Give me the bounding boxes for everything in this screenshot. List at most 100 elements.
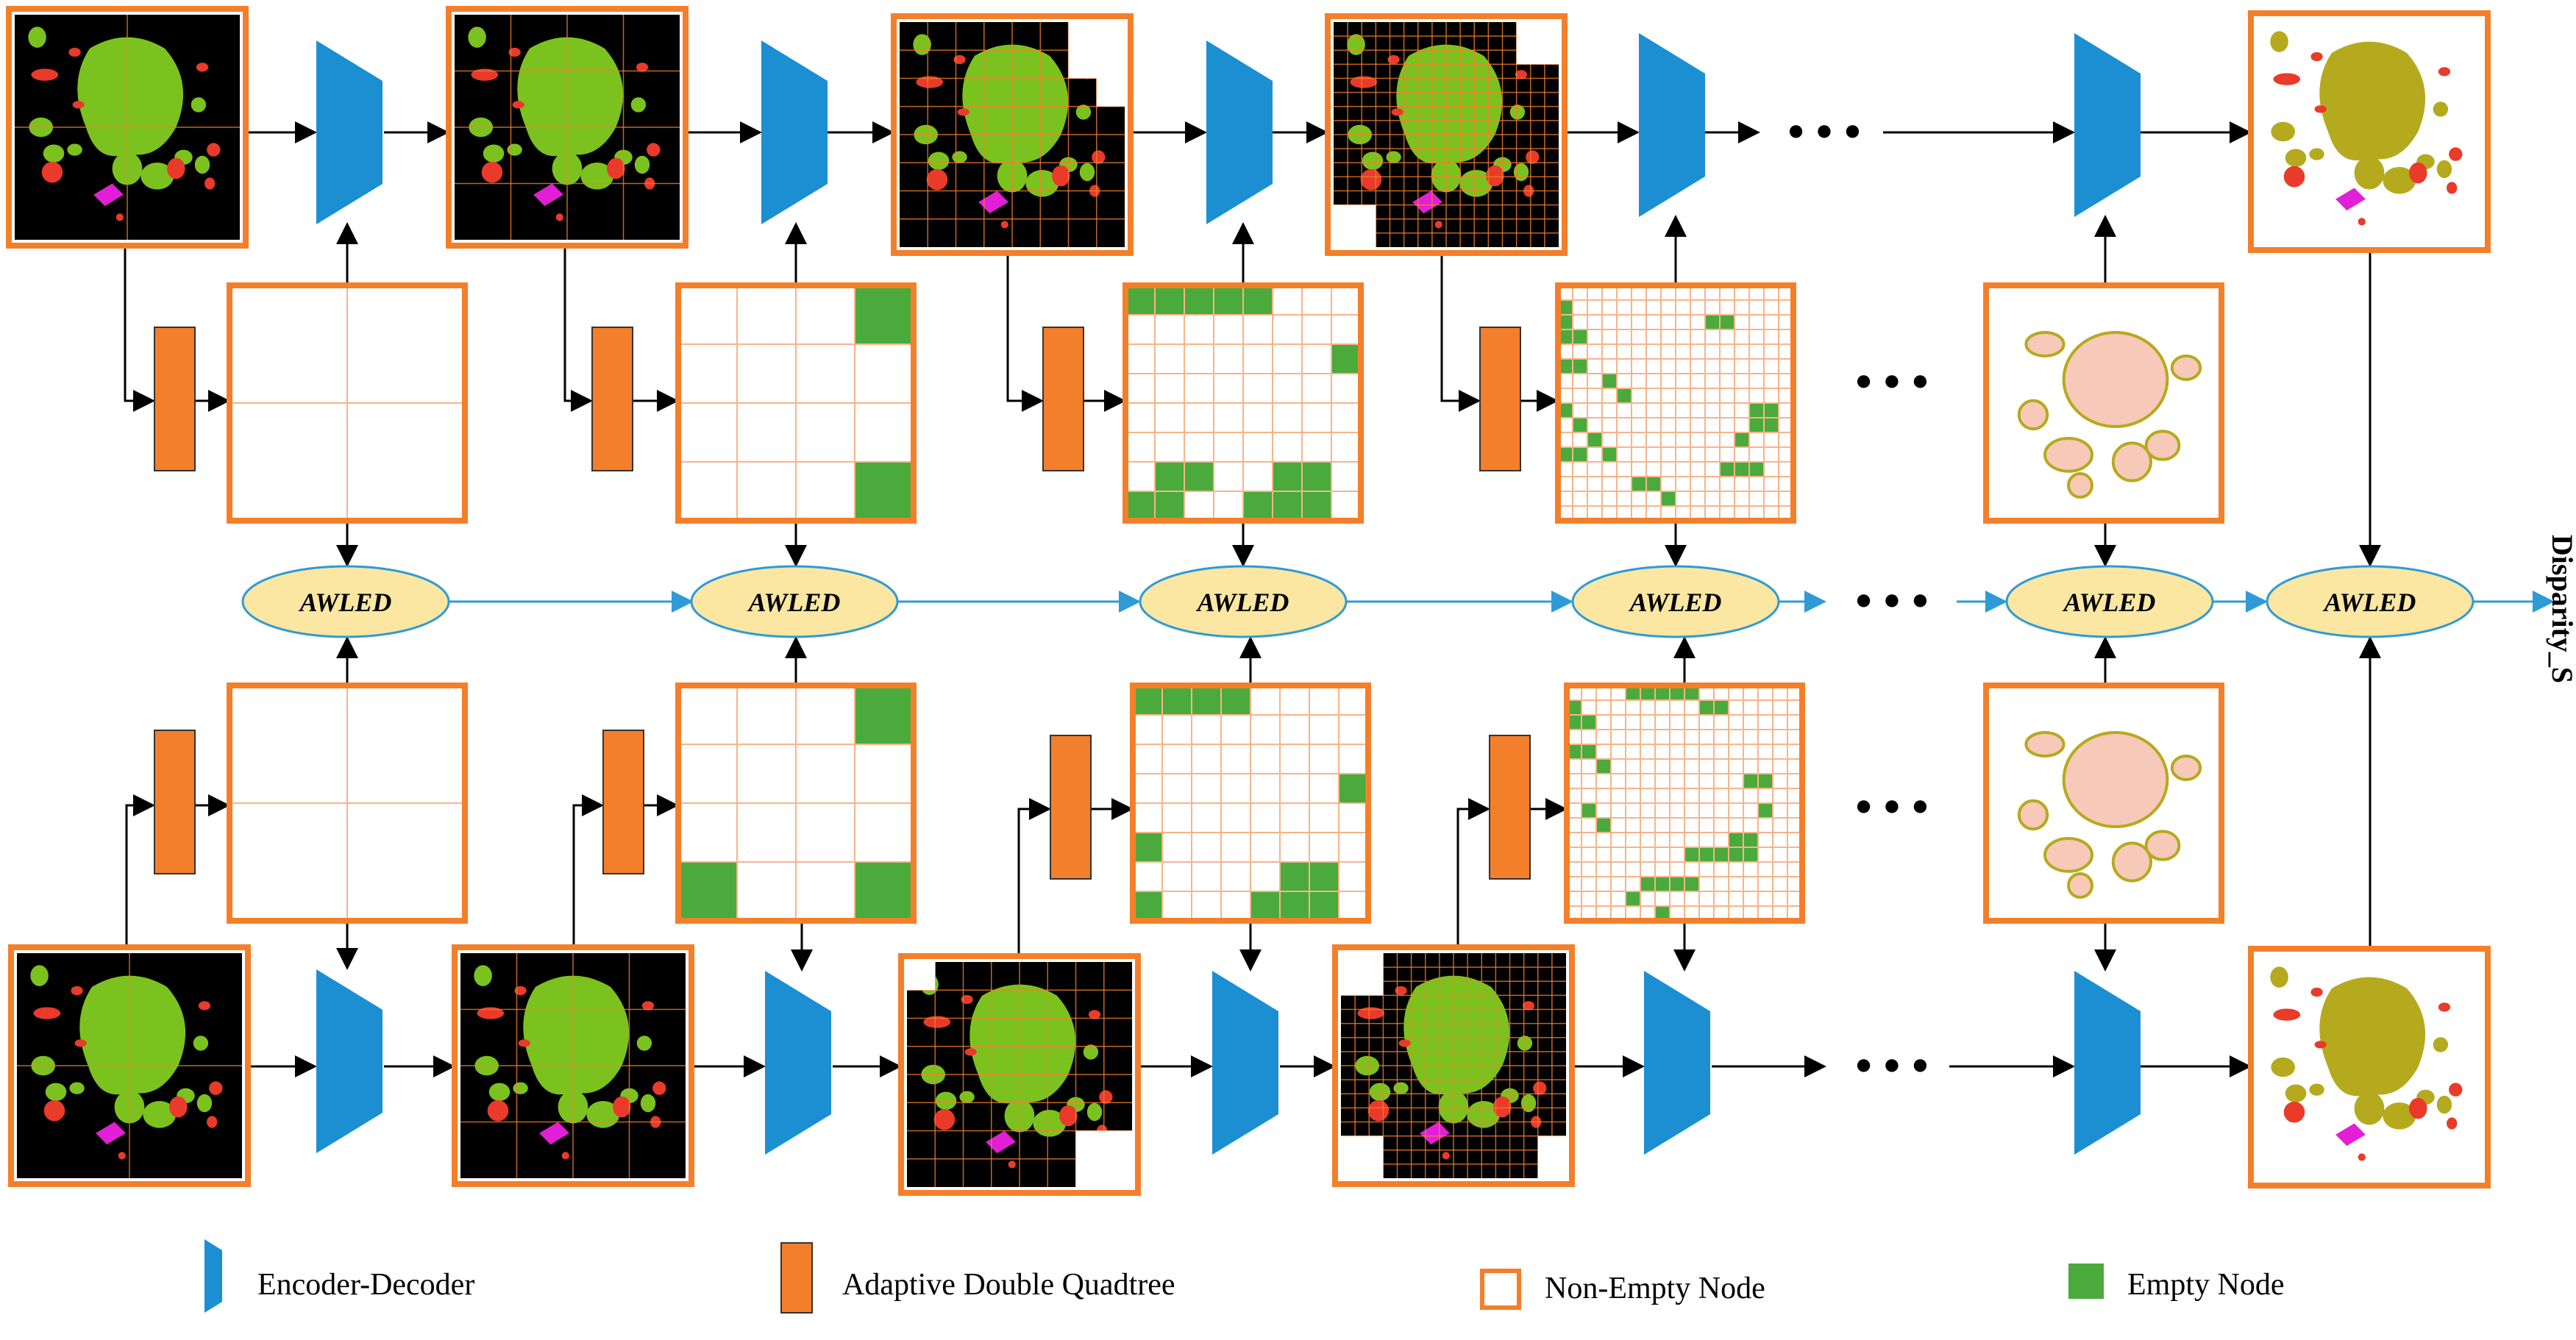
top-image-frame-5 [2248, 10, 2491, 253]
red-object-blob [647, 143, 661, 157]
bottom-quadtree-panel-1 [227, 683, 468, 924]
red-object-blob [169, 1096, 188, 1118]
empty-node-cell [1581, 715, 1596, 730]
small-object-blob [67, 143, 82, 156]
red-object-blob [487, 1100, 509, 1122]
small-object-blob [2309, 1083, 2324, 1096]
small-object-blob [2270, 966, 2288, 988]
red-object-blob [2283, 1101, 2305, 1123]
conn-bottom-img1-bar [125, 794, 155, 947]
small-object-blob [636, 1036, 652, 1051]
peach-region [2043, 437, 2093, 473]
small-object-blob [2354, 1091, 2385, 1125]
empty-cell [1068, 22, 1125, 79]
red-object-blob [1092, 150, 1106, 164]
bottom-image-row [8, 944, 2491, 1196]
empty-node-cell [1587, 432, 1602, 447]
magenta-object-blob [96, 1122, 126, 1145]
awled-ellipse [241, 565, 450, 638]
empty-node-cell [678, 862, 737, 921]
red-object-blob [2310, 987, 2323, 997]
small-object-blob [1083, 1044, 1099, 1060]
red-object-blob [2273, 1008, 2301, 1021]
legend-non-empty-label: Non-Empty Node [1545, 1272, 1765, 1305]
empty-node-cell [1596, 818, 1611, 833]
conn-top-img1-bar [124, 246, 155, 412]
red-object-blob [961, 994, 973, 1005]
bottom-image-frame-3 [898, 953, 1141, 1196]
small-object-blob [191, 97, 207, 113]
red-object-blob [1357, 1007, 1385, 1019]
red-object-blob [1442, 1152, 1450, 1160]
large-object-blob [2319, 977, 2426, 1097]
empty-cell [907, 962, 936, 991]
panel-border [675, 282, 917, 524]
bottom-encoder-decoder-4 [1644, 971, 1710, 1155]
small-object-blob [2309, 148, 2324, 160]
peach-region [2024, 331, 2066, 357]
red-object-blob [957, 108, 969, 116]
red-object-blob [471, 68, 499, 81]
empty-node-cell [1655, 906, 1670, 921]
red-object-blob [926, 168, 948, 190]
small-object-blob [194, 155, 210, 174]
small-object-blob [45, 1083, 67, 1101]
peach-region [2062, 331, 2169, 428]
empty-node-cell [1661, 491, 1676, 506]
red-object-blob [2314, 1041, 2327, 1049]
frame-border [2248, 10, 2491, 253]
red-object-blob [72, 101, 85, 109]
frame-border [446, 6, 689, 249]
peach-region [2062, 731, 2169, 828]
red-object-blob [1052, 165, 1070, 187]
small-object-blob [2354, 156, 2385, 190]
large-object-blob [517, 37, 624, 157]
awled-node-4: AWLED [1571, 565, 1780, 638]
small-object-blob [640, 1094, 656, 1113]
awled-ellipse [690, 565, 899, 638]
quadtree-panel-rows [227, 282, 2224, 924]
legend-encoder-decoder-label: Encoder-Decoder [257, 1268, 474, 1302]
top-quadtree-panel-3 [1122, 282, 1364, 524]
conn-bottom-img4-bar [1456, 798, 1490, 947]
conn-top-img3-bar [1006, 253, 1044, 412]
bottom-quadtree-block-2 [602, 730, 644, 874]
small-object-blob [586, 1100, 620, 1128]
bottom-encoder-decoder-3 [1212, 971, 1278, 1155]
red-object-blob [115, 213, 124, 221]
top-encoder-decoder-2 [761, 40, 828, 224]
red-object-blob [68, 47, 81, 57]
red-object-blob [2447, 1117, 2458, 1130]
empty-node-cell [1602, 447, 1617, 462]
encoder-decoder-icon [204, 1239, 222, 1313]
small-object-blob [196, 1094, 213, 1113]
awled-label: AWLED [1629, 588, 1722, 617]
ellipsis-bottom-row: • • • [1855, 1039, 1928, 1091]
red-object-blob [641, 1001, 655, 1011]
red-object-blob [481, 161, 503, 183]
red-object-blob [964, 1048, 977, 1056]
magenta-object-blob [978, 190, 1008, 214]
peach-region [2067, 872, 2093, 899]
small-object-blob [2383, 166, 2416, 194]
bottom-encoder-decoder-1 [316, 969, 383, 1153]
legend-empty-label: Empty Node [2127, 1268, 2284, 1302]
small-object-blob [1520, 1094, 1537, 1113]
large-object-blob [969, 984, 1076, 1104]
small-object-blob [488, 1083, 510, 1101]
red-object-blob [953, 54, 966, 65]
top-quadtree-panel-4 [1555, 282, 1796, 524]
magenta-object-blob [2335, 1123, 2366, 1147]
awled-label: AWLED [747, 588, 841, 617]
large-object-blob [1396, 44, 1503, 164]
red-object-blob [1059, 1105, 1078, 1127]
red-object-blob [1099, 1090, 1113, 1104]
peach-region [2111, 841, 2152, 883]
conn-top-img2-bar [563, 246, 593, 412]
red-object-blob [118, 1152, 126, 1160]
small-object-blob [43, 144, 65, 163]
panel-border [1555, 282, 1796, 524]
small-object-blob [2436, 1095, 2452, 1114]
red-object-blob [2310, 51, 2323, 62]
